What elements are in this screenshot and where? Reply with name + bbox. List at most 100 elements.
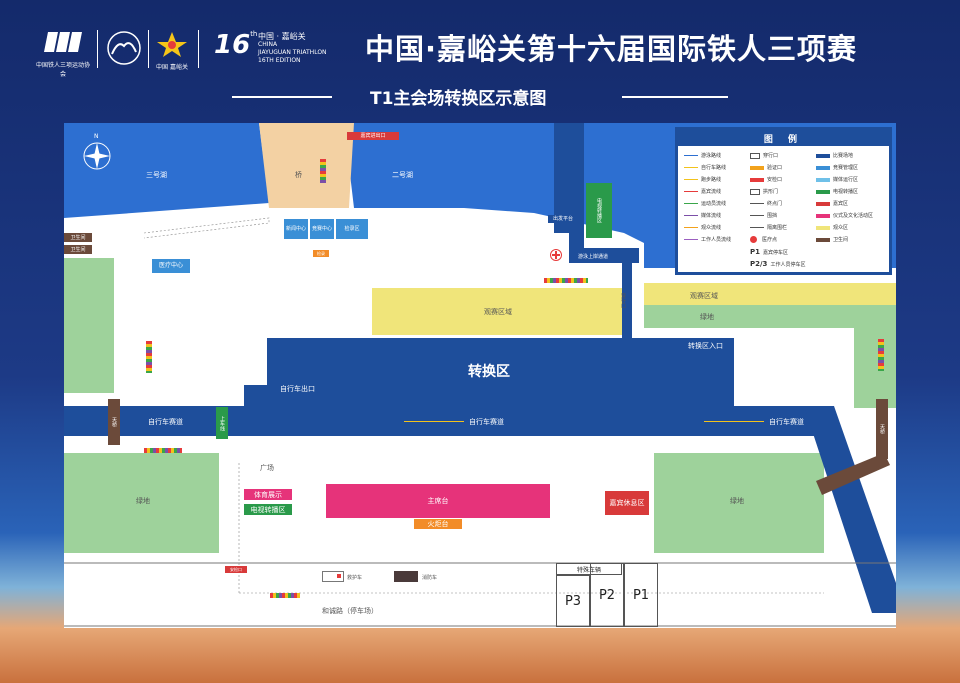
door-label: 穿行口 bbox=[620, 293, 626, 308]
green-left-lower bbox=[64, 453, 219, 553]
arrow-icon bbox=[684, 239, 698, 240]
viewing-area-right-label: 观赛区域 bbox=[690, 292, 718, 300]
legend-label: 卫生间 bbox=[833, 237, 849, 243]
legend-item: 验证口 bbox=[750, 164, 782, 171]
star-logo-text: 中国 嘉峪关 bbox=[156, 64, 188, 71]
legend-label: 工作人员停车区 bbox=[770, 261, 806, 268]
bike-lane-label-1: 自行车赛道 bbox=[148, 418, 183, 426]
swatch-icon bbox=[816, 189, 830, 194]
swim-exit-channel-shape bbox=[554, 123, 639, 338]
legend-label: 媒体运行区 bbox=[833, 177, 859, 183]
compass-icon bbox=[83, 142, 111, 170]
arrow-icon bbox=[684, 203, 698, 204]
legend-label: 游泳路线 bbox=[701, 153, 722, 159]
legend-item: 观众区 bbox=[816, 224, 848, 231]
road-label: 和诚路（停车场） bbox=[322, 607, 378, 615]
edition-en-2: JIAYUGUAN TRIATHLON bbox=[258, 49, 327, 56]
torch: 火炬台 bbox=[414, 519, 462, 529]
legend-label: 比赛场地 bbox=[833, 153, 854, 159]
lake-2-label: 二号湖 bbox=[392, 171, 413, 179]
mount-line: 上车线 bbox=[216, 407, 228, 439]
swatch-icon bbox=[750, 215, 764, 216]
swatch-icon bbox=[816, 153, 830, 158]
fire-truck-label: 消防车 bbox=[422, 575, 438, 581]
title-rule-left bbox=[232, 96, 332, 98]
legend-item: 游泳路线 bbox=[684, 152, 721, 159]
lake-3-label: 三号湖 bbox=[146, 171, 167, 179]
arrow-icon bbox=[684, 179, 698, 180]
legend-label: 竞赛管理区 bbox=[833, 165, 859, 171]
legend-label: 观众流线 bbox=[701, 225, 722, 231]
red-tag-bottom: 安检口 bbox=[225, 566, 247, 573]
edition-number: 16 bbox=[214, 30, 251, 60]
compass bbox=[82, 141, 112, 175]
swatch-icon bbox=[750, 165, 764, 170]
flow-arrows-swim bbox=[544, 278, 588, 283]
legend-label: 运动员流线 bbox=[701, 201, 727, 207]
legend-title: 图 例 bbox=[678, 130, 889, 146]
start-platform: 出发平台 bbox=[548, 215, 578, 223]
tv-relay: 电视转播区 bbox=[244, 504, 292, 515]
top-gate: 嘉宾进出口 bbox=[347, 132, 399, 140]
green-right-upper-label: 绿地 bbox=[700, 313, 714, 321]
legend-item: 电视转播区 bbox=[816, 188, 858, 195]
fire-truck-icon bbox=[394, 571, 418, 582]
edition-cn: 中国 · 嘉峪关 bbox=[258, 32, 306, 41]
camel-emblem-icon bbox=[107, 31, 141, 65]
bike-direction-arrow-1 bbox=[404, 421, 464, 422]
legend-item: 自行车路线 bbox=[684, 164, 726, 171]
competition-center: 竞赛中心 bbox=[310, 219, 334, 239]
swatch-icon bbox=[816, 213, 830, 218]
legend-item: 工作人员流线 bbox=[684, 236, 731, 243]
legend-prefix: P1 bbox=[750, 248, 761, 256]
tv-strip-shape bbox=[586, 183, 612, 238]
flow-arrows-left bbox=[146, 341, 152, 373]
green-right-lower bbox=[654, 453, 824, 553]
swatch-icon bbox=[816, 201, 830, 206]
legend-item: 比赛场地 bbox=[816, 152, 853, 159]
legend-item: 隔离围栏 bbox=[750, 224, 787, 231]
transition-entrance-label: 转换区入口 bbox=[688, 342, 723, 350]
transition-label: 转换区 bbox=[468, 364, 510, 380]
medical-cross-icon bbox=[750, 236, 757, 243]
legend-label: 拱形门 bbox=[763, 189, 779, 195]
green-right-label: 绿地 bbox=[730, 497, 744, 505]
parking-p1: P1 bbox=[624, 563, 658, 627]
swatch-icon bbox=[816, 177, 830, 182]
arrow-icon bbox=[684, 155, 698, 156]
association-logo-text: 中国铁人三项运动协会 bbox=[35, 62, 90, 78]
legend-item: 卫生间 bbox=[816, 236, 848, 243]
flow-arrows-right bbox=[878, 339, 884, 371]
plaza-label: 广场 bbox=[260, 464, 274, 472]
restroom-2: 卫生间 bbox=[64, 245, 92, 254]
title-rule-right bbox=[622, 96, 728, 98]
medical-cross-icon bbox=[550, 249, 562, 261]
legend-label: 终点门 bbox=[767, 201, 783, 207]
logo-divider-2 bbox=[148, 30, 149, 68]
tv-area: 电视转播区 bbox=[596, 197, 602, 223]
flow-arrows-bridge bbox=[320, 159, 326, 183]
bike-lane-label-3: 自行车赛道 bbox=[769, 418, 804, 426]
legend-item: 医疗点 bbox=[750, 236, 777, 243]
main-stage: 主席台 bbox=[326, 484, 550, 518]
legend-item: 嘉宾流线 bbox=[684, 188, 721, 195]
swatch-icon bbox=[750, 203, 764, 204]
swatch-icon bbox=[750, 227, 764, 228]
edition-badge: 16th bbox=[214, 30, 257, 60]
venue-map: N 三号湖 二号湖 桥 嘉宾进出口 卫生间 卫生间 医疗中心 新闻中心 竞赛中心… bbox=[64, 123, 896, 628]
sand-bridge-shape bbox=[259, 123, 354, 208]
green-right-upper bbox=[644, 303, 896, 328]
edition-super: th bbox=[250, 30, 258, 38]
legend-label: 观众区 bbox=[833, 225, 849, 231]
ambulance-icon bbox=[322, 571, 344, 582]
bike-direction-arrow-2 bbox=[704, 421, 764, 422]
red-tag-top: 检录 bbox=[313, 250, 329, 257]
bike-exit-label: 自行车出口 bbox=[280, 385, 315, 393]
green-right-strip bbox=[854, 328, 896, 408]
legend-label: 媒体流线 bbox=[701, 213, 722, 219]
page-subtitle: T1主会场转换区示意图 bbox=[370, 89, 547, 109]
legend-panel: 图 例 游泳路线自行车路线跑步路线嘉宾流线运动员流线媒体流线观众流线工作人员流线… bbox=[675, 127, 892, 275]
legend-item: 跑步路线 bbox=[684, 176, 721, 183]
parking-p2: P2 bbox=[590, 563, 624, 627]
